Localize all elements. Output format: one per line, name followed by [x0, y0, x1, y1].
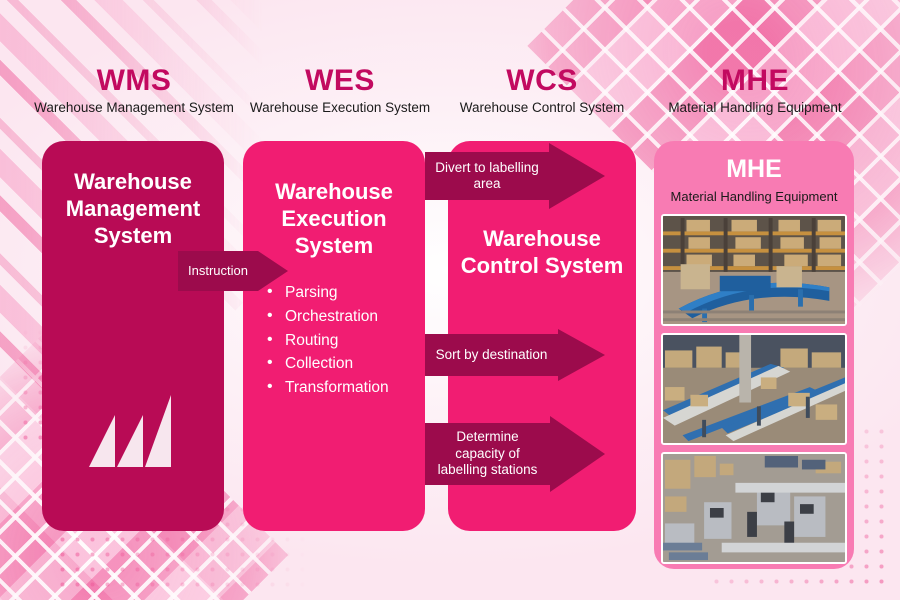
- arrow-determine: Determine capacity of labelling stations: [425, 416, 605, 492]
- warehouse-curved-roller-conveyor-photo: [661, 214, 847, 326]
- arrow-label-instruction: Instruction: [178, 251, 258, 291]
- arrow-sort: Sort by destination: [425, 329, 605, 381]
- panel-wms[interactable]: Warehouse Management System: [42, 141, 224, 531]
- panel-subtitle-mhe: Material Handling Equipment: [670, 189, 838, 204]
- panel-title-mhe: MHE: [726, 155, 782, 183]
- warehouse-sorter-conveyor-lines-photo: [661, 333, 847, 445]
- header-full-wcs: Warehouse Control System: [459, 100, 625, 115]
- header-full-mhe: Material Handling Equipment: [668, 100, 842, 115]
- list-item: Orchestration: [267, 304, 425, 329]
- ascending-bars-logo: [87, 391, 179, 469]
- list-item: Parsing: [267, 281, 425, 305]
- panel-title-wcs: Warehouse Control System: [460, 226, 624, 278]
- panel-wes[interactable]: Warehouse Execution System Parsing Orche…: [243, 141, 425, 531]
- header-mhe: MHE Material Handling Equipment: [640, 66, 870, 115]
- panel-mhe[interactable]: MHE Material Handling Equipment: [654, 141, 854, 569]
- list-item: Routing: [267, 328, 425, 353]
- header-wms: WMS Warehouse Management System: [22, 66, 246, 115]
- arrow-label-divert: Divert to labelling area: [425, 152, 549, 200]
- header-wcs: WCS Warehouse Control System: [430, 66, 654, 115]
- header-full-wes: Warehouse Execution System: [249, 100, 431, 115]
- list-item: Collection: [267, 351, 425, 376]
- arrow-label-determine: Determine capacity of labelling stations: [425, 423, 550, 485]
- list-item: Transformation: [267, 375, 425, 400]
- panel-title-wms: Warehouse Management System: [65, 169, 201, 248]
- arrow-divert: Divert to labelling area: [425, 143, 605, 209]
- arrow-head-icon: [549, 143, 605, 209]
- header-abbr-wcs: WCS: [506, 64, 578, 97]
- header-abbr-wes: WES: [305, 64, 375, 97]
- column-headers: WMS Warehouse Management System WES Ware…: [0, 66, 900, 128]
- header-full-wms: Warehouse Management System: [34, 100, 234, 115]
- wes-capability-list: Parsing Orchestration Routing Collection…: [243, 281, 425, 399]
- arrow-head-icon: [550, 416, 605, 492]
- arrow-head-icon: [258, 251, 288, 291]
- arrow-label-sort: Sort by destination: [425, 334, 558, 376]
- arrow-instruction: Instruction: [178, 251, 288, 291]
- panel-title-wes: Warehouse Execution System: [275, 179, 393, 258]
- arrow-head-icon: [558, 329, 605, 381]
- header-abbr-mhe: MHE: [720, 64, 790, 97]
- header-abbr-wms: WMS: [96, 64, 172, 97]
- header-wes: WES Warehouse Execution System: [228, 66, 452, 115]
- warehouse-labelling-stations-photo: [661, 452, 847, 564]
